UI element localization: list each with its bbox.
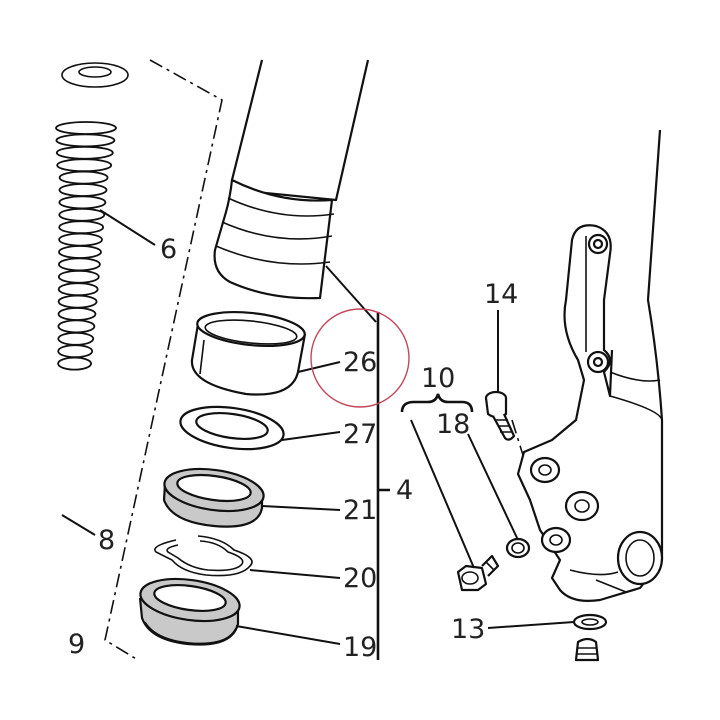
washer-27 <box>179 405 285 451</box>
dust-seal-19 <box>138 577 241 646</box>
spring-coil <box>57 269 100 284</box>
spring-coil <box>58 170 109 185</box>
bushing-26 <box>190 311 307 396</box>
oil-seal-21 <box>162 467 265 528</box>
callout-8: 8 <box>98 525 115 556</box>
spring-coil <box>57 344 94 359</box>
highlight-circle-26 <box>310 308 410 408</box>
bolt-14 <box>484 390 516 441</box>
spring-coil <box>57 331 95 346</box>
spring-coil <box>57 356 92 371</box>
callout-4: 4 <box>396 475 413 506</box>
fork-leg <box>516 129 664 602</box>
spring-coil <box>58 195 107 210</box>
spring-6 <box>55 62 129 371</box>
callout-10: 10 <box>421 363 455 394</box>
leader-lines <box>61 209 575 645</box>
spring-coil <box>57 294 98 309</box>
axis-left <box>104 59 223 661</box>
washer-13 <box>572 613 608 662</box>
spring-coil <box>58 257 101 272</box>
callout-6: 6 <box>160 234 177 265</box>
callout-13: 13 <box>451 614 485 645</box>
callout-27: 27 <box>343 419 377 450</box>
spring-coil <box>55 145 114 160</box>
spring-coil <box>57 282 99 297</box>
spring-coil <box>58 245 102 259</box>
fork-tube <box>213 59 370 300</box>
callout-21: 21 <box>343 495 377 526</box>
spring-coil <box>58 232 103 247</box>
o-ring-18 <box>505 537 531 559</box>
callout-18: 18 <box>436 409 470 440</box>
bracket-4 <box>376 312 390 660</box>
spring-coil <box>56 158 113 173</box>
bleed-screw-10 <box>456 554 500 592</box>
callout-14: 14 <box>484 279 518 310</box>
spring-coil <box>55 121 117 135</box>
spring-coil <box>57 319 96 334</box>
callout-20: 20 <box>343 563 377 594</box>
spring-coil <box>58 220 105 235</box>
callout-26: 26 <box>343 347 377 378</box>
spring-coil <box>55 133 116 148</box>
brace-10 <box>400 393 474 413</box>
spring-coil <box>58 183 108 197</box>
spring-coil <box>58 207 106 222</box>
callout-19: 19 <box>343 632 377 663</box>
clip-ring-20 <box>154 535 253 577</box>
spring-coil <box>57 307 97 321</box>
callout-9: 9 <box>68 629 85 660</box>
